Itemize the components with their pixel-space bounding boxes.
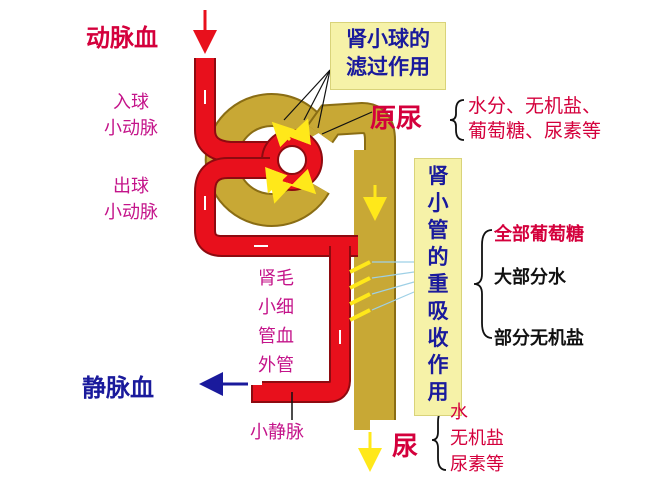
peritubular-capillary-line-4: 外管 xyxy=(258,355,294,376)
reabsorption-char-8: 作 xyxy=(427,353,449,377)
efferent-arteriole-line-2: 小动脉 xyxy=(104,202,158,223)
reabsorption-char-5: 重 xyxy=(427,272,449,296)
urine-contents-line-2: 无机盐 xyxy=(450,428,504,449)
primary-urine-leader xyxy=(321,111,373,135)
reabsorption-char-9: 用 xyxy=(427,380,449,404)
primary-urine-title: 原尿 xyxy=(370,104,423,134)
urine-contents-line-3: 尿素等 xyxy=(450,454,504,475)
afferent-arteriole-line-2: 小动脉 xyxy=(104,118,158,139)
reabsorption-char-2: 小 xyxy=(427,191,449,215)
reabsorption-brace xyxy=(473,229,493,339)
peritubular-capillary-line-2: 小细 xyxy=(258,297,294,318)
afferent-arteriole-label: 入球 小动脉 xyxy=(104,90,158,142)
primary-urine-contents-line-1: 水分、无机盐、 xyxy=(468,95,602,117)
filtration-leaders xyxy=(283,69,331,129)
urine-contents-line-1: 水 xyxy=(450,402,468,423)
reabsorption-char-4: 的 xyxy=(427,245,449,269)
urine-brace xyxy=(431,409,447,471)
reabsorbed-water: 大部分水 xyxy=(494,267,566,288)
urine-contents: 水 无机盐 尿素等 xyxy=(450,400,504,478)
glomerular-filtration-line-1: 肾小球的 xyxy=(346,27,430,51)
reabsorption-char-3: 管 xyxy=(427,218,449,242)
small-vein-label: 小静脉 xyxy=(250,422,304,443)
peritubular-capillary-label: 肾毛 小细 管血 外管 xyxy=(258,264,294,380)
primary-urine-brace xyxy=(449,99,465,141)
reabsorption-char-6: 吸 xyxy=(427,299,449,323)
filtration-arrows xyxy=(265,118,317,204)
reabsorption-char-1: 肾 xyxy=(427,164,449,188)
reabsorbed-salts: 部分无机盐 xyxy=(494,328,584,349)
venous-blood-label: 静脉血 xyxy=(82,373,154,402)
peritubular-capillary-line-1: 肾毛 xyxy=(258,268,294,289)
efferent-arteriole-label: 出球 小动脉 xyxy=(104,174,158,226)
blood-vessels xyxy=(194,58,358,403)
glomerular-filtration-box: 肾小球的 滤过作用 xyxy=(330,22,446,90)
tubular-reabsorption-box: 肾 小 管 的 重 吸 收 作 用 xyxy=(414,158,462,416)
primary-urine-contents: 水分、无机盐、 葡萄糖、尿素等 xyxy=(468,94,601,144)
primary-urine-contents-line-2: 葡萄糖、尿素等 xyxy=(468,120,602,142)
arterial-blood-label: 动脉血 xyxy=(86,23,158,52)
urine-title: 尿 xyxy=(392,432,419,462)
glomerular-filtration-line-2: 滤过作用 xyxy=(346,55,430,79)
afferent-arteriole-line-1: 入球 xyxy=(113,92,149,113)
peritubular-capillary-line-3: 管血 xyxy=(258,326,294,347)
reabsorbed-glucose: 全部葡萄糖 xyxy=(494,224,584,245)
reabsorption-leaders xyxy=(371,261,415,311)
reabsorption-char-7: 收 xyxy=(427,326,449,350)
reabsorption-arrows xyxy=(349,260,371,322)
efferent-arteriole-line-1: 出球 xyxy=(113,176,149,197)
